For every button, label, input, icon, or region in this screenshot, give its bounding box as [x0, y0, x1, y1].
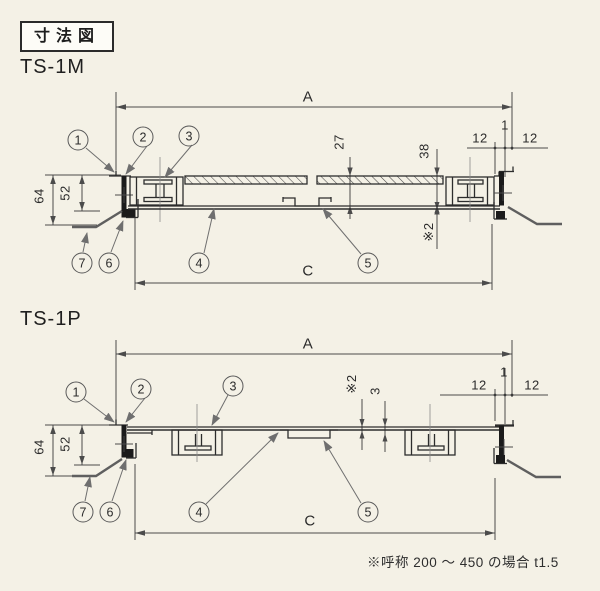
ts1m-dim-12-1-12	[467, 121, 548, 177]
ts1p-dim-a-label: A	[302, 335, 314, 353]
drawing-ts1p	[45, 340, 561, 540]
ts1m-callout-5: 5	[357, 252, 379, 274]
ts1p-section	[72, 404, 561, 479]
ts1p-anchor-cross-right	[495, 439, 513, 455]
ts1m-anchor-leg-right	[507, 205, 562, 226]
ts1m-dim-a	[115, 92, 513, 170]
ts1m-leaders	[81, 144, 362, 255]
ts1p-leaders	[83, 394, 362, 505]
ts1p-dim-1-label: 1	[500, 364, 508, 380]
ts1p-dim-a	[115, 340, 513, 420]
ts1m-callout-2: 2	[132, 126, 154, 148]
ts1p-callout-7: 7	[72, 501, 94, 523]
ts1p-dim-52-label: 52	[57, 436, 73, 452]
ts1m-dim-c-label: C	[302, 262, 314, 280]
ts1p-anchor-leg-left	[72, 457, 123, 478]
ts1m-dim-t2-label: ※2	[421, 222, 436, 242]
ts1p-callout-3: 3	[222, 375, 244, 397]
ts1p-anchor-leg-right	[506, 458, 561, 479]
ts1p-dim-c-label: C	[304, 512, 316, 530]
ts1m-dim-a-label: A	[302, 88, 314, 106]
ts1p-dim-t2-3	[359, 399, 388, 452]
ts1m-callout-3: 3	[178, 125, 200, 147]
ts1p-callout-1: 1	[65, 381, 87, 403]
ts1m-dim-c	[134, 216, 493, 290]
ts1p-callout-2: 2	[130, 378, 152, 400]
ts1p-dim-64-label: 64	[31, 439, 47, 455]
ts1m-dim-38-label: 38	[416, 143, 432, 159]
ts1p-dim-3-label: 3	[367, 387, 383, 395]
ts1m-dim-12l-label: 12	[472, 130, 488, 146]
section-label-ts1m: TS-1M	[20, 56, 85, 78]
ts1m-anchor-cross-right	[494, 185, 512, 201]
ts1m-handle-catch	[283, 197, 331, 207]
ts1p-callout-4: 4	[188, 501, 210, 523]
ts1p-dim-c	[134, 464, 496, 540]
ts1m-section	[72, 157, 562, 229]
ts1p-dim-t2-label: ※2	[344, 374, 359, 394]
ts1m-callout-1: 1	[67, 129, 89, 151]
page-title: 寸法図	[20, 21, 115, 52]
ts1m-dim-12r-label: 12	[522, 130, 538, 146]
ts1m-dim-52-label: 52	[57, 185, 73, 201]
ts1m-dim-27-label: 27	[331, 134, 347, 150]
ts1m-dim-64-label: 64	[31, 188, 47, 204]
ts1m-callout-6: 6	[98, 252, 120, 274]
ts1p-callout-6: 6	[99, 501, 121, 523]
ts1m-dim-heights	[45, 174, 121, 226]
drawing-ts1m	[45, 92, 562, 290]
ts1p-callout-5: 5	[357, 501, 379, 523]
ts1m-anchor-leg-left	[72, 209, 123, 229]
ts1p-dim-12-1-12	[440, 368, 548, 424]
ts1p-dim-12l-label: 12	[471, 377, 487, 393]
ts1p-anchor-cross-left	[115, 436, 133, 452]
ts1p-dim-12r-label: 12	[524, 377, 540, 393]
ts1m-callout-7: 7	[71, 252, 93, 274]
ts1m-callout-4: 4	[188, 252, 210, 274]
section-label-ts1p: TS-1P	[20, 308, 82, 330]
thickness-footnote: ※呼称 200 〜 450 の場合 t1.5	[367, 555, 559, 570]
ts1p-handle-tray	[280, 429, 338, 439]
ts1m-dim-1-label: 1	[501, 117, 509, 133]
